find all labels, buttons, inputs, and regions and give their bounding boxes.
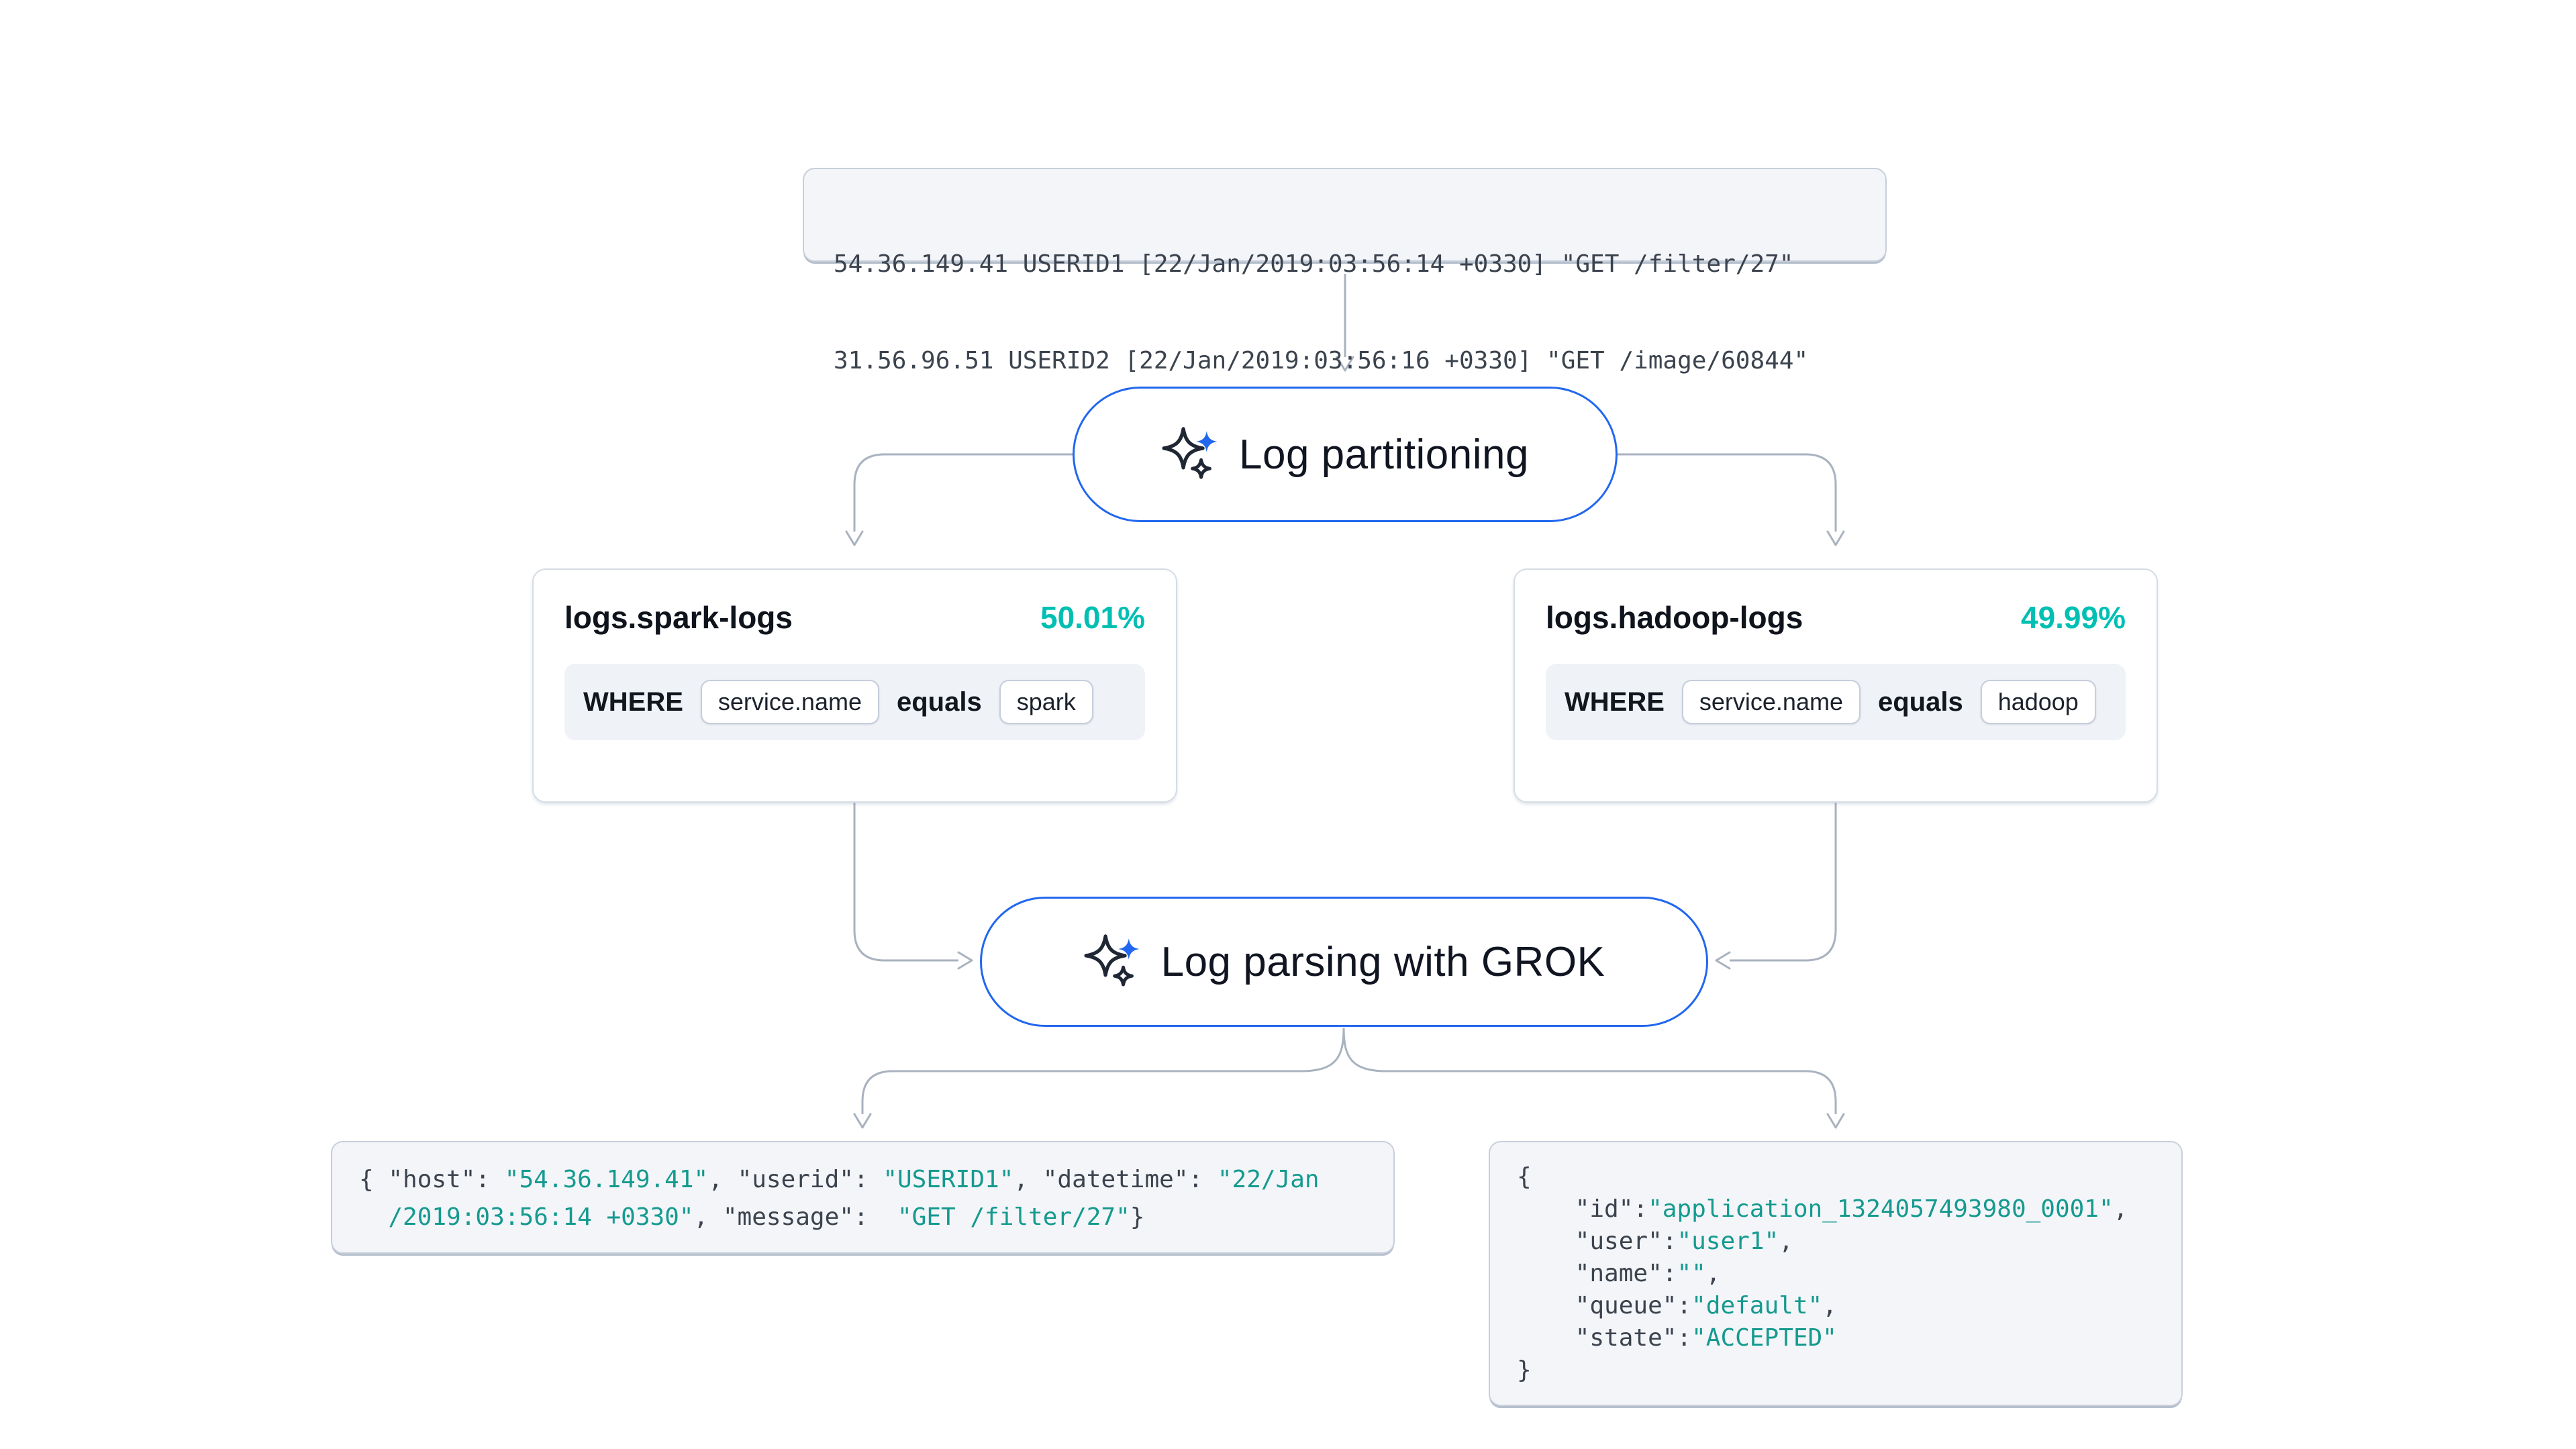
- node-label: Log parsing with GROK: [1160, 938, 1605, 985]
- operator-keyword: equals: [1877, 687, 1963, 717]
- card-title: logs.spark-logs: [564, 600, 793, 635]
- card-percent: 49.99%: [2020, 600, 2126, 635]
- where-keyword: WHERE: [583, 687, 683, 717]
- node-label: Log partitioning: [1239, 431, 1529, 478]
- arrow-hadoop-to-grok: [1715, 803, 1837, 970]
- sparkles-icon: [1162, 427, 1218, 479]
- operator-keyword: equals: [896, 687, 982, 717]
- node-log-partitioning: Log partitioning: [1073, 387, 1618, 522]
- field-token: service.name: [1681, 680, 1861, 724]
- card-hadoop-logs: logs.hadoop-logs 49.99% WHERE service.na…: [1514, 568, 2158, 803]
- where-clause: WHERE service.name equals hadoop: [1546, 664, 2126, 740]
- arrow-partition-to-hadoop: [1618, 453, 1845, 546]
- card-percent: 50.01%: [1040, 600, 1145, 635]
- where-keyword: WHERE: [1565, 687, 1665, 717]
- value-token: spark: [999, 680, 1093, 724]
- raw-log-box: 54.36.149.41 USERID1 [22/Jan/2019:03:56:…: [803, 168, 1887, 374]
- raw-log-line-2: 31.56.96.51 USERID2 [22/Jan/2019:03:56:1…: [834, 347, 1809, 374]
- card-title: logs.hadoop-logs: [1546, 600, 1803, 635]
- card-header: logs.hadoop-logs 49.99%: [1546, 599, 2126, 636]
- value-token: hadoop: [1980, 680, 2096, 724]
- card-spark-logs: logs.spark-logs 50.01% WHERE service.nam…: [532, 568, 1177, 803]
- field-token: service.name: [700, 680, 879, 724]
- arrow-grok-to-left-json: [853, 1028, 1345, 1129]
- sparkles-icon: [1084, 934, 1140, 987]
- parsed-log-json-right: { "id":"application_1324057493980_0001",…: [1489, 1141, 2183, 1406]
- arrow-partition-to-spark: [845, 453, 1073, 546]
- node-log-parsing-grok: Log parsing with GROK: [980, 897, 1708, 1027]
- raw-log-line-1: 54.36.149.41 USERID1 [22/Jan/2019:03:56:…: [834, 250, 1794, 278]
- arrow-spark-to-grok: [853, 803, 973, 970]
- parsed-log-json-left: { "host": "54.36.149.41", "userid": "USE…: [331, 1141, 1395, 1254]
- card-header: logs.spark-logs 50.01%: [564, 599, 1145, 636]
- where-clause: WHERE service.name equals spark: [564, 664, 1145, 740]
- arrow-grok-to-right-json: [1342, 1028, 1845, 1129]
